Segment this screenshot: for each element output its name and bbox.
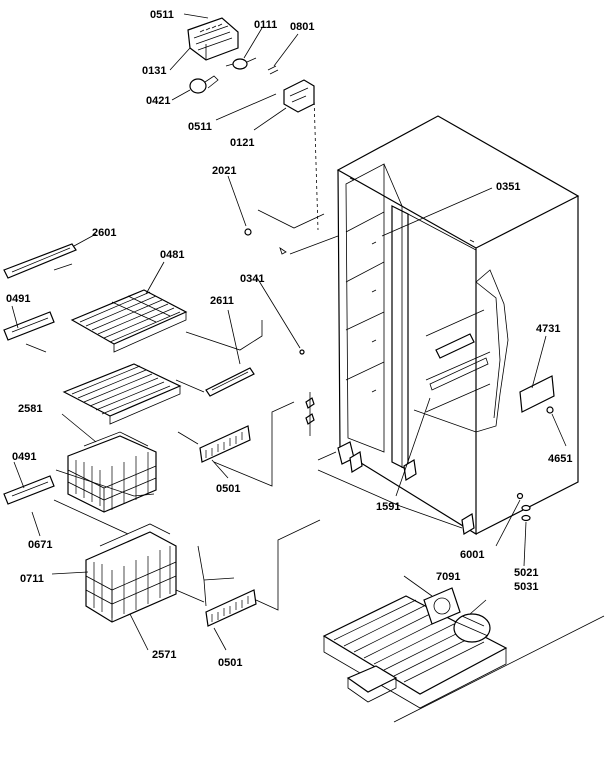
trim-2611 bbox=[175, 309, 255, 397]
basket-0711 bbox=[51, 523, 205, 651]
label-0501-bot: 0501 bbox=[218, 657, 242, 669]
label-0511-mid: 0511 bbox=[188, 121, 212, 133]
wire-shelf-0481 bbox=[70, 261, 188, 353]
label-5021: 5021 bbox=[514, 567, 538, 579]
label-0351: 0351 bbox=[496, 181, 520, 193]
socket-0111 bbox=[225, 57, 257, 70]
label-4651: 4651 bbox=[548, 453, 572, 465]
label-2581: 2581 bbox=[18, 403, 42, 415]
bulb-0421 bbox=[189, 75, 219, 94]
clip-0801 bbox=[267, 65, 279, 75]
light-bracket-0121 bbox=[283, 79, 315, 113]
label-0671: 0671 bbox=[28, 539, 52, 551]
screw-2021 bbox=[227, 175, 339, 255]
label-0121: 0121 bbox=[230, 137, 254, 149]
label-2571: 2571 bbox=[152, 649, 176, 661]
label-0341: 0341 bbox=[240, 273, 264, 285]
label-0711: 0711 bbox=[20, 573, 44, 585]
label-0481: 0481 bbox=[160, 249, 184, 261]
support-0491-bottom bbox=[3, 461, 55, 537]
label-2601: 2601 bbox=[92, 227, 116, 239]
support-0491-top bbox=[3, 305, 55, 353]
cabinet-0351 bbox=[317, 115, 580, 536]
label-0111: 0111 bbox=[254, 19, 277, 31]
label-2611: 2611 bbox=[210, 295, 234, 307]
machine-compartment-7081 bbox=[322, 575, 605, 723]
trim-0501-top bbox=[177, 401, 295, 487]
label-0501-top: 0501 bbox=[216, 483, 240, 495]
parts-6001-5021-5031 bbox=[495, 492, 531, 567]
cover-4731 bbox=[519, 335, 555, 413]
cabinet-clips bbox=[305, 392, 315, 436]
label-5031: 5031 bbox=[514, 581, 538, 593]
label-4731: 4731 bbox=[536, 323, 560, 335]
basket-2581 bbox=[61, 413, 157, 513]
label-0491-bot: 0491 bbox=[12, 451, 36, 463]
label-0421: 0421 bbox=[146, 95, 170, 107]
light-housing-0131 bbox=[187, 17, 239, 61]
trim-0501-bottom bbox=[197, 519, 321, 651]
label-0131: 0131 bbox=[142, 65, 166, 77]
label-0801: 0801 bbox=[290, 21, 314, 33]
label-6001: 6001 bbox=[460, 549, 484, 561]
screw-4651 bbox=[546, 406, 567, 447]
label-1591: 1591 bbox=[376, 501, 400, 513]
label-0511-top: 0511 bbox=[150, 9, 174, 21]
label-0491-top: 0491 bbox=[6, 293, 30, 305]
label-2021: 2021 bbox=[212, 165, 236, 177]
label-7081: 7091 bbox=[436, 571, 460, 583]
wire-shelf-middle bbox=[62, 363, 182, 425]
shelf-trim-2601 bbox=[3, 233, 97, 279]
